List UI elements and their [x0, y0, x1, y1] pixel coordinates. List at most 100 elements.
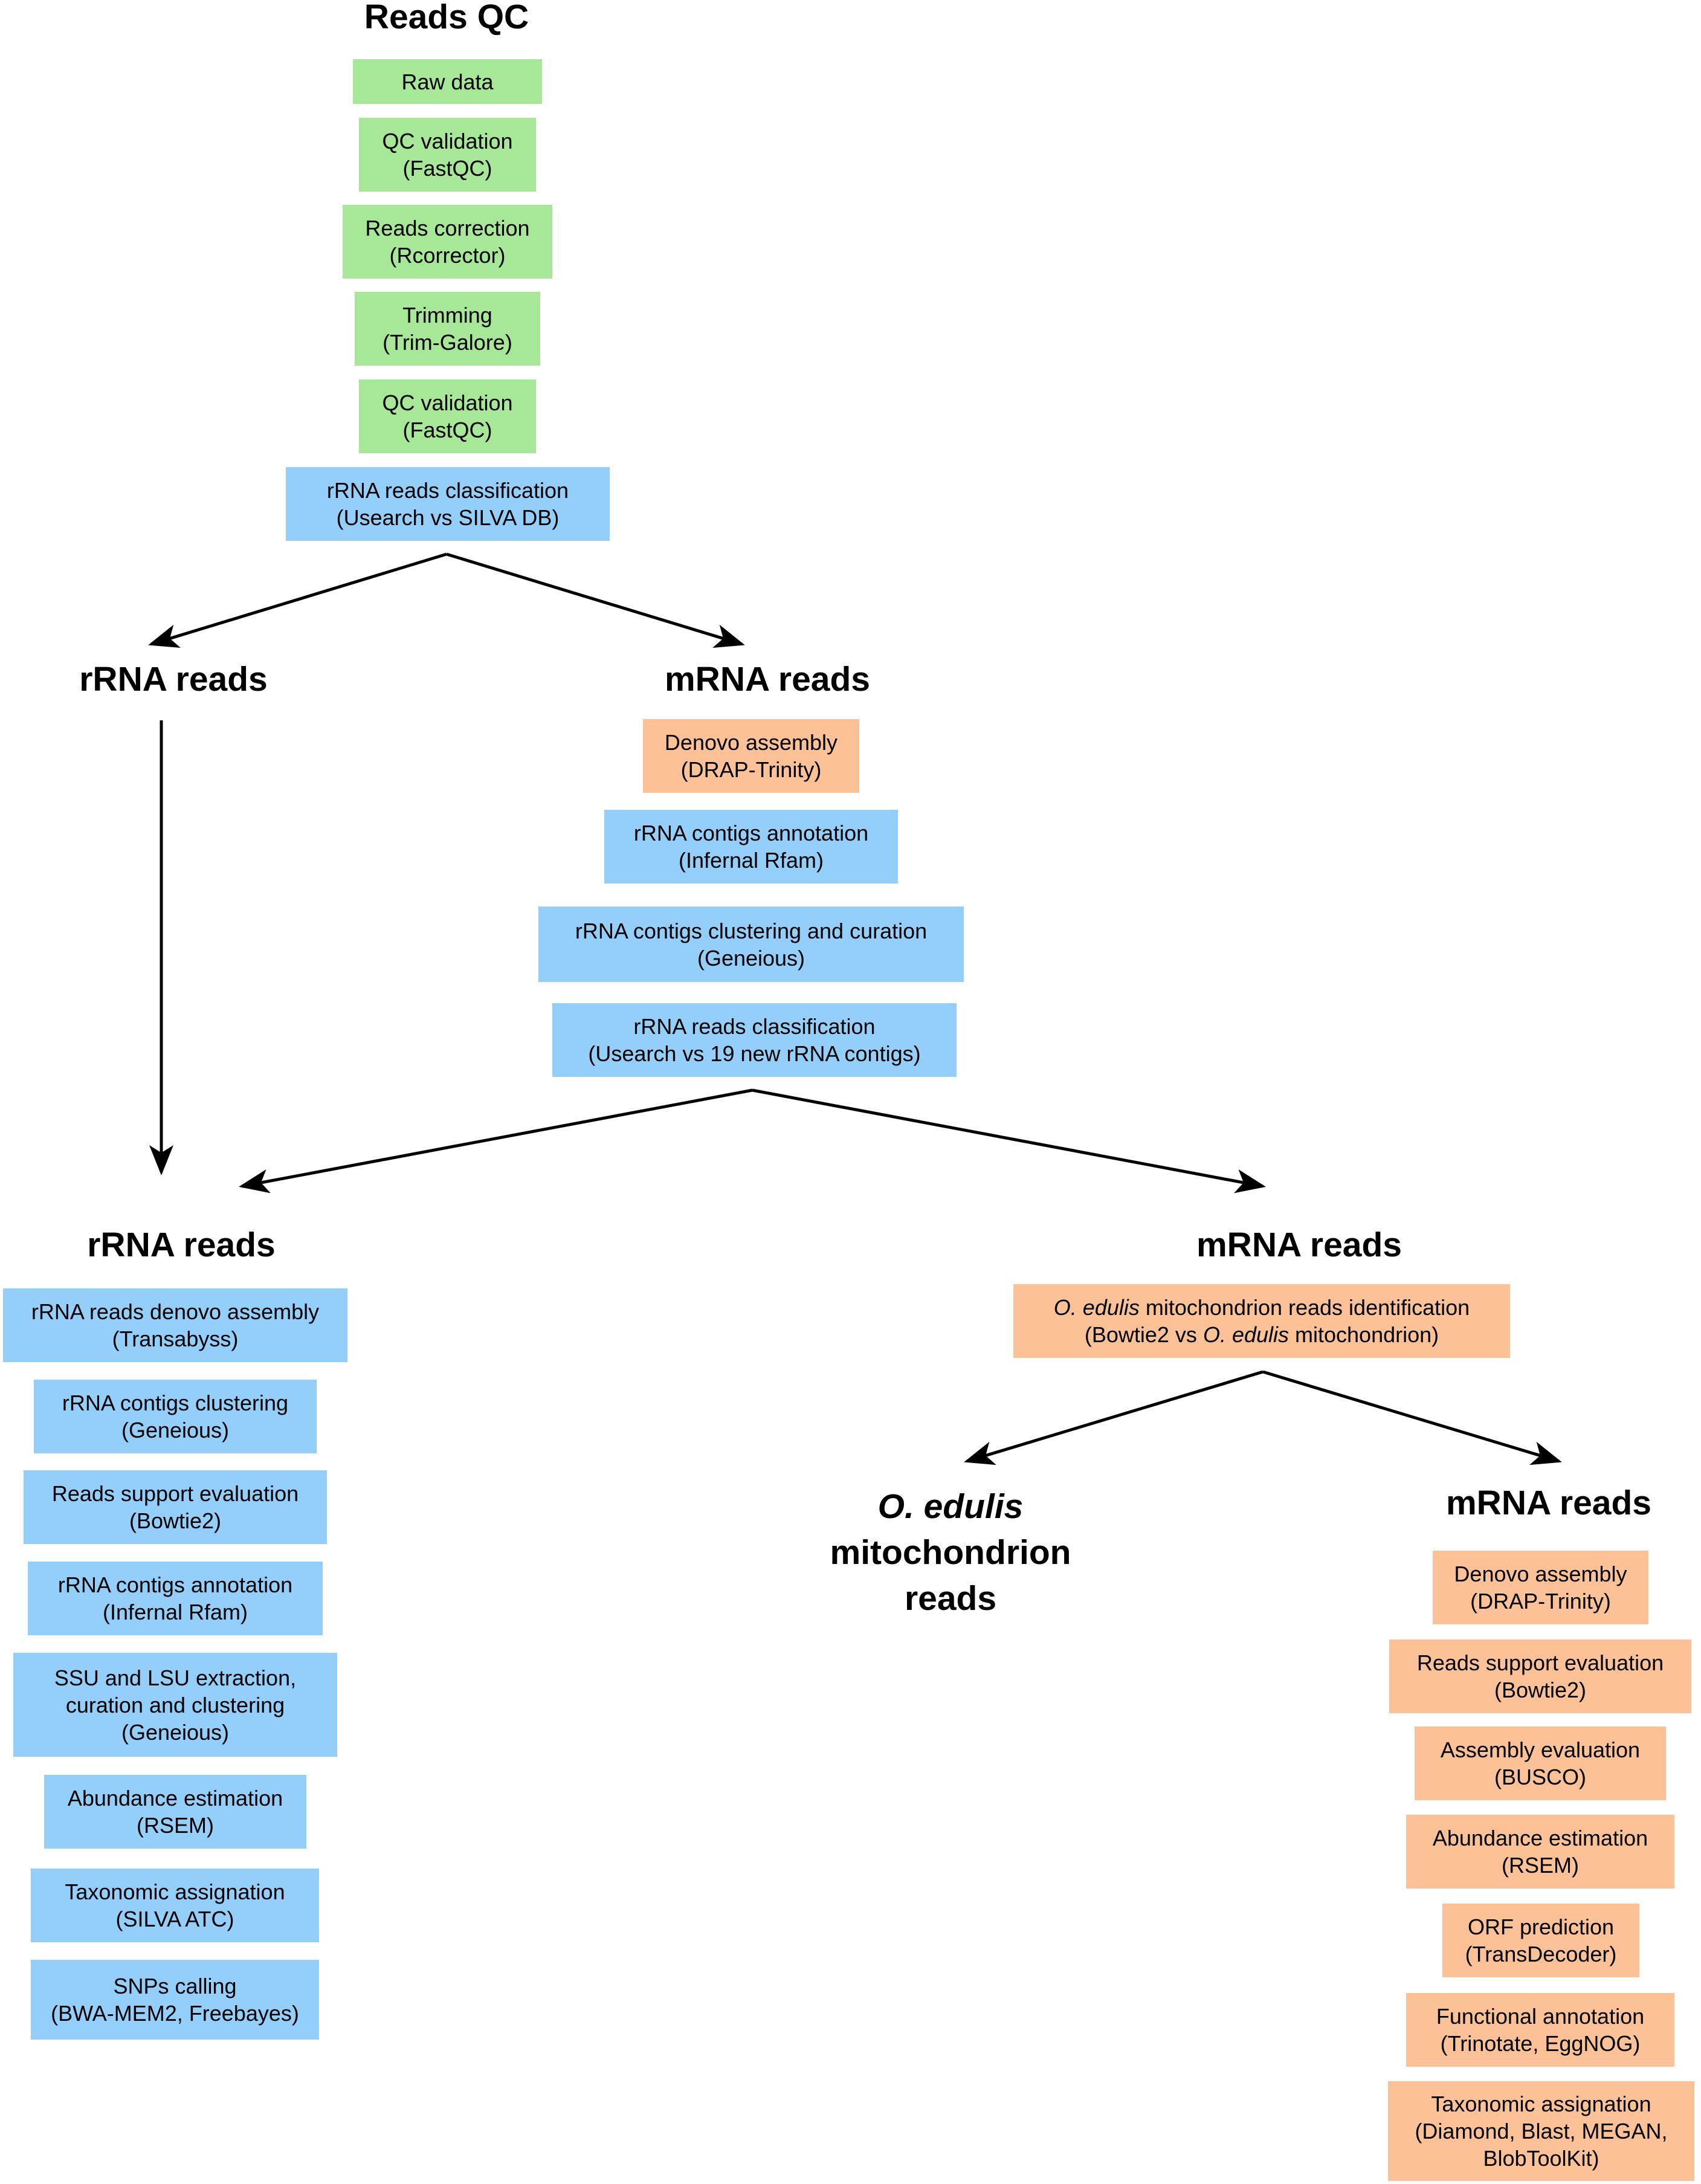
rrna2-step-label: rRNA contigs clustering [62, 1391, 289, 1415]
mrna3-step-label: Reads support evaluation [1416, 1650, 1664, 1675]
arrow-mrna-to-mrna-reads [752, 1088, 1266, 1194]
arrow-mito-to-mrna-reads [1262, 1370, 1562, 1465]
rrna2-step-label: SSU and LSU extraction, [54, 1665, 297, 1690]
qc-step-tool: (Trim-Galore) [382, 330, 512, 355]
mrna3-step-label: Functional annotation [1436, 2004, 1645, 2029]
mrna1-step-label: rRNA contigs annotation [633, 821, 869, 845]
mrna1-step-tool: (Geneious) [697, 945, 805, 971]
qc-step-tool: (FastQC) [402, 418, 492, 442]
rrna2-step-denovo-assembly: rRNA reads denovo assembly (Transabyss) [3, 1288, 347, 1362]
mrna1-step-tool: (Infernal Rfam) [678, 848, 824, 873]
rrna2-step-tool: (RSEM) [137, 1813, 214, 1838]
qc-step-label: QC validation [382, 129, 513, 153]
mrna3-step-tool: (Trinotate, EggNOG) [1440, 2031, 1641, 2056]
mrna1-step-denovo-assembly: Denovo assembly (DRAP-Trinity) [643, 719, 859, 793]
rrna2-step-label: Reads support evaluation [51, 1481, 299, 1506]
mrna3-step-taxonomic-assignation: Taxonomic assignation (Diamond, Blast, M… [1388, 2081, 1694, 2181]
qc-step-tool: (FastQC) [402, 156, 492, 181]
mito-step-line1: O. edulis mitochondrion reads identifica… [1054, 1294, 1470, 1321]
mrna3-step-tool: (TransDecoder) [1465, 1942, 1617, 1966]
heading-mrna-reads-top: mRNA reads [665, 660, 870, 699]
mrna1-step-tool: (DRAP-Trinity) [680, 757, 822, 782]
rrna2-step-reads-support: Reads support evaluation (Bowtie2) [24, 1470, 327, 1544]
rrna2-step-label: rRNA contigs annotation [57, 1572, 293, 1597]
rrna2-step-contigs-clustering: rRNA contigs clustering (Geneious) [34, 1380, 317, 1453]
mrna3-step-label: Taxonomic assignation [1431, 2092, 1651, 2116]
heading-reads-qc: Reads QC [364, 0, 529, 36]
heading-mrna-reads-right: mRNA reads [1446, 1484, 1651, 1522]
mito-step-line2-rest: mitochondrion) [1289, 1322, 1439, 1347]
mrna3-step-reads-support: Reads support evaluation (Bowtie2) [1389, 1640, 1691, 1713]
qc-step-label: rRNA reads classification [326, 478, 569, 503]
mrna3-step-label: ORF prediction [1467, 1914, 1615, 1939]
oedulis-species-name: O. edulis [877, 1487, 1024, 1526]
rrna2-step-label: rRNA reads denovo assembly [31, 1299, 320, 1324]
qc-step-label: Trimming [402, 303, 492, 328]
mrna3-step-tool: (DRAP-Trinity) [1470, 1589, 1611, 1614]
mrna3-step-denovo-assembly: Denovo assembly (DRAP-Trinity) [1433, 1551, 1648, 1624]
mito-step-line1-rest: mitochondrion reads identification [1139, 1295, 1470, 1320]
mrna1-step-label: rRNA reads classification [633, 1014, 876, 1039]
mrna3-step-tool: (Diamond, Blast, MEGAN, [1415, 2119, 1668, 2144]
mrna3-step-tool: (RSEM) [1502, 1853, 1579, 1878]
mrna3-step-label: Denovo assembly [1454, 1562, 1627, 1586]
rrna2-step-label: Abundance estimation [67, 1786, 283, 1811]
mrna3-step-tool-line2: BlobToolKit) [1483, 2146, 1599, 2171]
mrna1-step-rrna-contigs-annotation: rRNA contigs annotation (Infernal Rfam) [604, 810, 898, 884]
qc-step-tool: (Usearch vs SILVA DB) [336, 505, 560, 530]
qc-step-trimming: Trimming (Trim-Galore) [355, 292, 540, 366]
mrna3-step-orf-prediction: ORF prediction (TransDecoder) [1442, 1904, 1639, 1977]
qc-step-fastqc-1: QC validation (FastQC) [359, 118, 536, 192]
arrow-qc-to-rrna-reads [148, 552, 447, 648]
arrow-qc-to-mrna-reads [446, 552, 745, 648]
mrna3-step-tool: (BUSCO) [1494, 1765, 1586, 1789]
qc-step-tool: (Rcorrector) [389, 243, 506, 268]
mrna1-step-rrna-contigs-clustering: rRNA contigs clustering and curation (Ge… [538, 906, 964, 982]
heading-mrna-reads-mid: mRNA reads [1196, 1226, 1402, 1264]
qc-step-reads-correction: Reads correction (Rcorrector) [343, 205, 552, 279]
mrna3-step-label: Abundance estimation [1432, 1826, 1648, 1850]
rrna2-step-ssu-lsu-extraction: SSU and LSU extraction, curation and clu… [13, 1653, 337, 1757]
rrna2-step-tool: (Bowtie2) [129, 1508, 222, 1533]
rrna2-step-tool: (SILVA ATC) [115, 1907, 234, 1931]
mrna1-step-tool: (Usearch vs 19 new rRNA contigs) [588, 1041, 921, 1066]
rrna2-step-contigs-annotation: rRNA contigs annotation (Infernal Rfam) [28, 1562, 323, 1635]
rrna2-step-abundance-estimation: Abundance estimation (RSEM) [44, 1775, 306, 1849]
heading-oedulis-mitochondrion-reads: O. edulis mitochondrion reads [830, 1484, 1071, 1621]
mrna3-step-functional-annotation: Functional annotation (Trinotate, EggNOG… [1406, 1993, 1674, 2067]
qc-step-rrna-classification: rRNA reads classification (Usearch vs SI… [286, 467, 610, 541]
mito-step-line2-species: O. edulis [1202, 1322, 1289, 1347]
rrna2-step-taxonomic-assignation: Taxonomic assignation (SILVA ATC) [31, 1869, 319, 1942]
rrna2-step-tool: (Geneious) [121, 1418, 230, 1443]
rrna2-step-label: Taxonomic assignation [65, 1879, 285, 1904]
mito-step-species: O. edulis [1053, 1295, 1140, 1320]
mrna3-step-label: Assembly evaluation [1440, 1737, 1641, 1762]
arrow-mito-to-oedulis [964, 1370, 1264, 1465]
mito-reads-identification: O. edulis mitochondrion reads identifica… [1013, 1284, 1510, 1358]
mito-step-line2-start: (Bowtie2 vs [1084, 1322, 1203, 1347]
rrna2-step-label: SNPs calling [113, 1974, 237, 1998]
oedulis-heading-line3: reads [904, 1579, 997, 1618]
rrna2-step-label-line2: curation and clustering [65, 1692, 285, 1717]
arrow-mrna-to-rrna-reads [239, 1088, 753, 1194]
rrna2-step-tool: (Geneious) [121, 1719, 230, 1745]
qc-step-label: Raw data [401, 69, 494, 94]
heading-rrna-reads-bottom: rRNA reads [87, 1226, 276, 1264]
qc-step-label: QC validation [382, 390, 513, 415]
mrna1-step-label: Denovo assembly [664, 730, 838, 755]
mrna3-step-tool: (Bowtie2) [1494, 1678, 1587, 1702]
mrna3-step-abundance-estimation: Abundance estimation (RSEM) [1406, 1815, 1674, 1888]
mrna3-step-assembly-evaluation: Assembly evaluation (BUSCO) [1415, 1727, 1666, 1800]
oedulis-heading-line2: mitochondrion [830, 1533, 1071, 1572]
rrna2-step-tool: (BWA-MEM2, Freebayes) [51, 2001, 299, 2026]
rrna2-step-tool: (Infernal Rfam) [102, 1600, 248, 1624]
rrna2-step-tool: (Transabyss) [112, 1326, 239, 1351]
qc-step-fastqc-2: QC validation (FastQC) [359, 380, 536, 453]
mrna1-step-rrna-reads-classification: rRNA reads classification (Usearch vs 19… [552, 1003, 957, 1077]
qc-step-label: Reads correction [365, 216, 530, 241]
mito-step-line2: (Bowtie2 vs O. edulis mitochondrion) [1085, 1321, 1439, 1348]
rrna2-step-snps-calling: SNPs calling (BWA-MEM2, Freebayes) [31, 1960, 319, 2040]
heading-rrna-reads-top: rRNA reads [79, 660, 268, 699]
